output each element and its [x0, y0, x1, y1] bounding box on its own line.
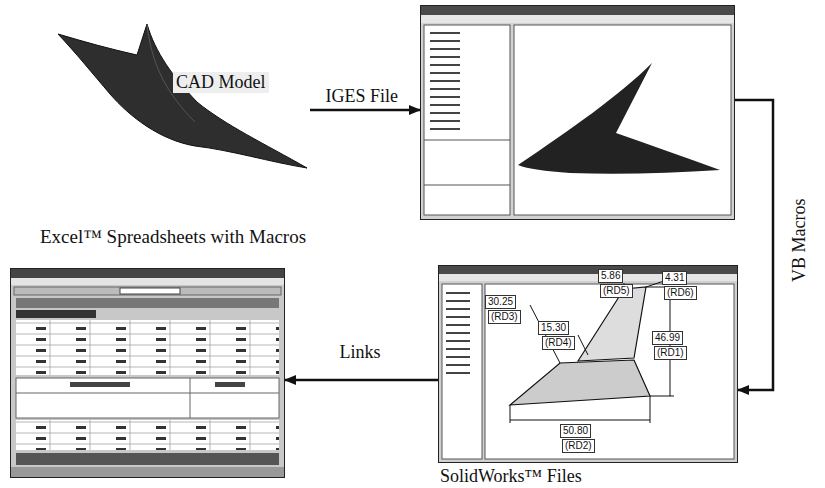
excel-window: Excel™ Spreadsheets with Macros [10, 268, 285, 478]
dimension-label: 4.31 [662, 271, 687, 285]
cad-model: CAD Model [55, 22, 310, 172]
dimension-label: 50.80 [560, 424, 591, 438]
edge-label: Links [338, 342, 383, 363]
edge-label: VB Macros [789, 196, 810, 284]
dimension-label: (RD5) [600, 284, 633, 298]
node-text: SolidWorks™ Files [440, 466, 582, 487]
dimension-label: 5.86 [598, 269, 623, 283]
flow-arrow [310, 109, 420, 112]
dimension-label: 30.25 [485, 295, 516, 309]
solidworks-window: SolidWorks™ Files30.25(RD3)15.30(RD4)5.8… [438, 265, 738, 463]
edge-label: IGES File [324, 86, 401, 107]
dimension-label: (RD2) [562, 439, 595, 453]
dimension-label: (RD3) [488, 310, 521, 324]
dimension-label: (RD4) [542, 336, 575, 350]
excel-screenshot [10, 268, 285, 478]
node-text: Excel™ Spreadsheets with Macros [40, 226, 306, 248]
node-text: CAD Model [173, 72, 269, 93]
iges-viewer [420, 5, 735, 220]
dimension-label: 15.30 [538, 321, 569, 335]
dimension-label: 46.99 [652, 331, 683, 345]
flow-arrow [735, 100, 773, 390]
flow-arrow [285, 379, 438, 382]
dimension-label: (RD6) [664, 286, 697, 300]
iges-viewer-screenshot [420, 5, 735, 220]
dimension-label: (RD1) [654, 346, 687, 360]
cad-model-illustration [55, 22, 310, 172]
